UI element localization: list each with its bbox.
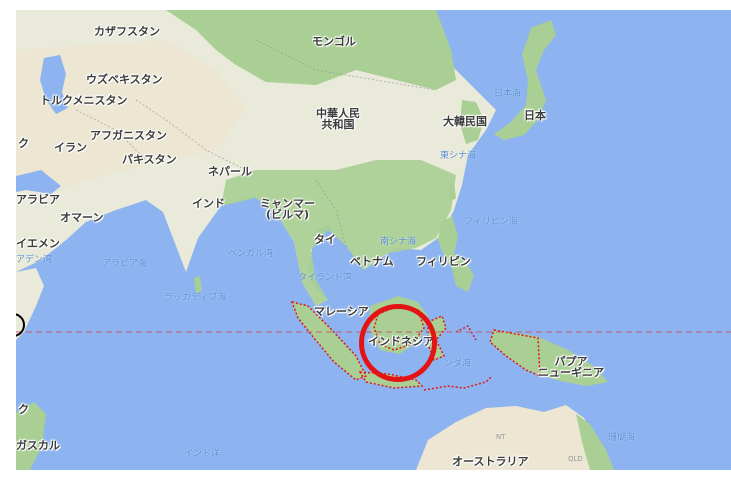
label-indian-ocean: インド洋 [184,449,221,459]
label-arabian-sea: アラビア海 [102,259,148,269]
label-aden-gulf: アデン湾 [16,255,53,265]
label-japan-sea: 日本海 [494,89,522,99]
label-nepal[interactable]: ネパール [208,165,252,178]
label-edge-k1: ク [18,137,29,150]
label-edge-k2: ク [18,403,29,416]
caspian-sea [40,55,68,114]
korea-land [460,100,484,144]
srilanka-land [194,276,202,294]
label-thailand-gulf: タイランド湾 [298,273,353,283]
label-iran[interactable]: イラン [54,141,87,154]
label-philippine-sea: フィリピン海 [464,217,518,227]
label-papua-new-guinea[interactable]: パプア ニューギニア [538,356,604,378]
label-png-line1: パプア [554,355,588,368]
australia-land [416,405,612,470]
label-myanmar[interactable]: ミャンマー (ビルマ) [260,198,315,220]
persian-gulf [16,170,61,194]
label-turkmenistan[interactable]: トルクメニスタン [40,94,128,107]
label-korea[interactable]: 大韓民国 [443,115,487,128]
label-afghanistan[interactable]: アフガニスタン [90,129,167,142]
label-png-line2: ニューギニア [538,366,604,379]
madagascar-land [16,402,46,470]
label-arabia[interactable]: アラビア [16,193,60,206]
label-madagascar[interactable]: ガスカル [16,439,60,452]
label-india[interactable]: インド [192,197,225,210]
label-coral-sea: 珊瑚海 [608,433,636,443]
label-south-china-sea: 南シナ海 [380,237,417,247]
taiwan-land [448,182,456,202]
label-japan[interactable]: 日本 [524,109,546,122]
japan-land [494,20,556,140]
label-east-china-sea: 東シナ海 [440,151,477,161]
label-mongolia[interactable]: モンゴル [312,35,356,48]
highlight-circle-marker [359,304,437,382]
label-thailand[interactable]: タイ [314,233,336,246]
label-china-line2: 共和国 [321,118,355,131]
australia-green [576,414,614,470]
label-kazakhstan[interactable]: カザフスタン [94,25,160,38]
sumatra-land [292,302,366,380]
label-banda-sea: ンダ海 [444,359,472,369]
country-borders [75,39,437,247]
label-china[interactable]: 中華人民 共和国 [316,108,360,130]
newguinea-land [490,330,608,386]
label-philippines[interactable]: フィリピン [416,255,471,268]
philippines-land [438,216,474,292]
label-malaysia[interactable]: マレーシア [314,305,369,318]
label-bengal-bay: ベンガル湾 [228,249,274,259]
desert [16,40,246,190]
label-myanmar-line1: ミャンマー [260,197,315,210]
label-nt: NT [496,433,506,441]
label-laccadive-sea: ラッカディブ海 [164,293,227,303]
label-oman[interactable]: オマーン [60,211,104,224]
label-pakistan[interactable]: パキスタン [122,153,177,166]
map-view[interactable]: カザフスタン モンゴル ウズベキスタン トルクメニスタン アフガニスタン イラン… [16,10,731,470]
vegetation-south [221,160,456,306]
label-australia[interactable]: オーストラリア [452,455,529,468]
label-uzbekistan[interactable]: ウズベキスタン [86,73,163,86]
label-yemen[interactable]: イエメン [16,237,60,250]
label-qld: QLD [568,455,583,463]
label-china-line1: 中華人民 [316,107,360,120]
label-vietnam[interactable]: ベトナム [350,255,394,268]
vegetation [166,10,456,90]
label-myanmar-line2: (ビルマ) [265,208,310,221]
